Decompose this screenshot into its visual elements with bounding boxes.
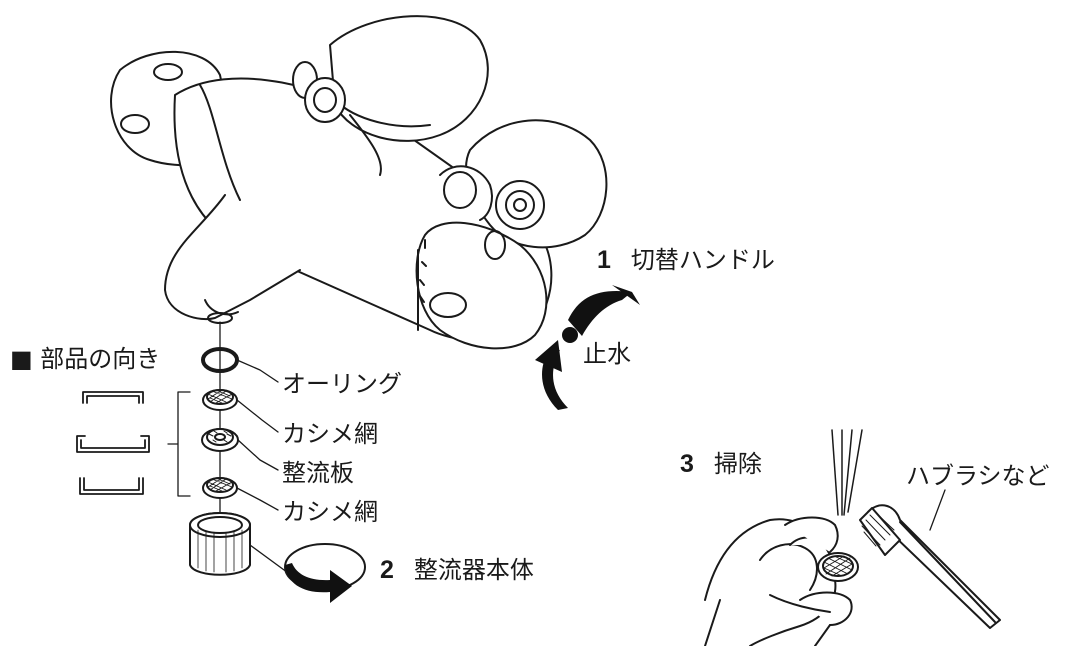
step1-number: 1	[597, 246, 611, 274]
cleaning-hand	[704, 516, 853, 646]
orientation-glyphs	[76, 391, 150, 495]
o-ring-label: オーリング	[282, 370, 402, 398]
flow-plate-label: 整流板	[282, 459, 354, 487]
step1-label: 1 切替ハンドル	[597, 246, 775, 274]
parts-orientation-heading: ■ 部品の向き	[10, 345, 161, 373]
aerator-housing-part	[189, 512, 251, 576]
temperature-knob	[439, 119, 608, 249]
step1-text: 切替ハンドル	[630, 246, 775, 274]
toothbrush-label: ハブラシなど	[906, 462, 1050, 490]
crimp-mesh-bottom-part	[202, 477, 238, 499]
step3-number: 3	[680, 450, 694, 478]
step3-text: 掃除	[713, 450, 762, 478]
flow-plate-part	[201, 428, 239, 452]
step2-number: 2	[380, 556, 394, 584]
rotation-arrows	[535, 285, 640, 410]
orientation-o-ring-glyph	[82, 391, 144, 404]
toothbrush-illustration	[859, 504, 1001, 629]
step2-label: 2 整流器本体	[380, 556, 534, 584]
step3-label: 3 掃除	[680, 450, 762, 478]
stop-water-label: 止水	[583, 340, 631, 368]
orientation-housing-glyph	[79, 477, 144, 495]
orientation-mesh-glyph	[76, 435, 150, 453]
changeover-handle	[415, 221, 548, 350]
stop-water-dot	[562, 327, 578, 343]
crimp-mesh-bottom-label: カシメ網	[282, 498, 378, 526]
toothbrush-leader-line	[929, 489, 946, 531]
water-stream	[831, 429, 863, 516]
crimp-mesh-top-label: カシメ網	[282, 420, 378, 448]
aerator-parts	[167, 321, 251, 576]
upper-knob	[292, 15, 489, 176]
mesh-being-cleaned	[817, 552, 859, 582]
step2-text: 整流器本体	[413, 556, 534, 584]
crimp-mesh-top-part	[202, 389, 238, 411]
step2-rotate-arrow	[284, 543, 366, 603]
